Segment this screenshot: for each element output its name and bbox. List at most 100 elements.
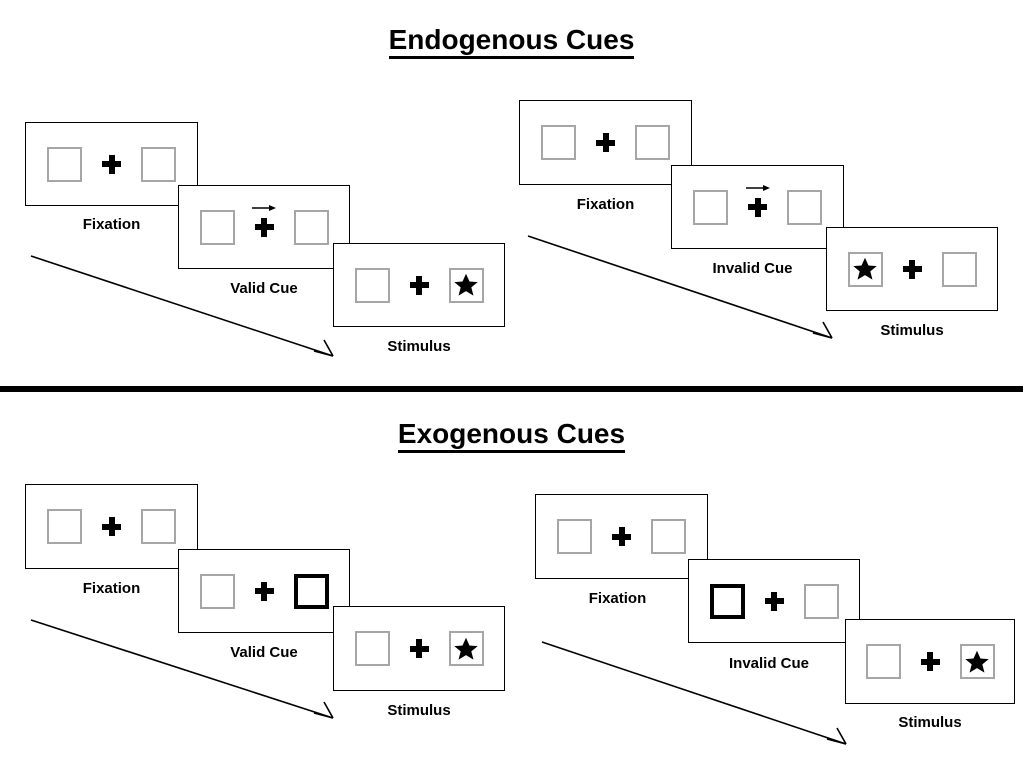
endogenous-invalid-frame-cue <box>671 165 844 249</box>
stimulus-row <box>541 125 670 160</box>
spacer <box>728 207 748 208</box>
exogenous-valid-frame-stimulus <box>333 606 505 691</box>
star-icon <box>454 637 478 660</box>
left-box <box>354 631 390 666</box>
right-box <box>293 209 329 245</box>
spacer <box>592 536 612 537</box>
spacer <box>940 661 960 662</box>
caption-valid-cue: Valid Cue <box>230 280 298 297</box>
right-box <box>141 509 176 544</box>
fixation-cross-icon <box>254 581 274 601</box>
stimulus-row <box>709 583 839 619</box>
endogenous-valid-frame-cue <box>178 185 350 269</box>
spacer <box>784 601 804 602</box>
stimulus-row <box>199 204 329 245</box>
caption-fixation: Fixation <box>82 580 141 597</box>
spacer <box>615 142 635 143</box>
left-box <box>47 509 82 544</box>
left-box-cued <box>709 583 745 619</box>
spacer <box>745 601 765 602</box>
caption-invalid-cue: Invalid Cue <box>728 655 810 672</box>
right-box-cued <box>293 573 329 609</box>
right-box <box>803 583 839 619</box>
exogenous-invalid-frame-fixation <box>535 494 708 579</box>
fixation-cross-icon <box>252 204 276 237</box>
fixation-cross-icon <box>102 517 121 536</box>
stimulus-row <box>354 631 484 666</box>
endogenous-valid-frame-stimulus <box>333 243 505 327</box>
caption-stimulus: Stimulus <box>387 338 451 355</box>
spacer <box>631 536 651 537</box>
endogenous-invalid-frame-fixation <box>519 100 692 185</box>
star-icon <box>853 257 877 280</box>
exogenous-invalid-frame-cue <box>688 559 860 643</box>
frame-content <box>26 123 197 205</box>
section-title-endogenous: Endogenous Cues <box>0 24 1023 59</box>
frame-content <box>846 620 1014 703</box>
section-divider <box>0 386 1023 392</box>
endogenous-invalid-frame-stimulus <box>826 227 998 311</box>
spacer <box>390 285 410 286</box>
frame-content <box>179 186 349 268</box>
spacer <box>429 648 449 649</box>
section-title-endogenous-text: Endogenous Cues <box>388 24 635 59</box>
section-title-exogenous: Exogenous Cues <box>0 418 1023 453</box>
spacer <box>235 227 255 228</box>
arrow-right-cue-icon <box>745 184 770 191</box>
stimulus-row <box>47 509 176 544</box>
frame-content <box>672 166 843 248</box>
caption-fixation: Fixation <box>82 216 141 233</box>
fixation-cross-icon <box>409 639 429 658</box>
right-box <box>448 267 484 303</box>
caption-stimulus: Stimulus <box>880 322 944 339</box>
frame-content <box>689 560 859 642</box>
left-box <box>199 209 235 245</box>
spacer <box>82 526 102 527</box>
spacer <box>274 227 294 228</box>
stimulus-row <box>847 251 977 287</box>
spacer <box>121 526 141 527</box>
frame-content <box>26 485 197 568</box>
stimulus-row <box>557 519 686 554</box>
frame-content <box>334 607 504 690</box>
frame-content <box>520 101 691 184</box>
left-box <box>847 251 883 287</box>
star-icon <box>454 273 478 296</box>
left-box <box>557 519 592 554</box>
fixation-cross-icon <box>764 591 784 611</box>
right-box <box>448 631 484 666</box>
left-box <box>693 189 728 225</box>
fixation-cross-icon <box>596 133 615 152</box>
frame-content <box>536 495 707 578</box>
right-box <box>787 189 822 225</box>
left-box <box>47 146 82 182</box>
spacer <box>390 648 410 649</box>
spacer <box>274 591 294 592</box>
stimulus-row <box>693 184 822 225</box>
fixation-cross-icon <box>612 527 631 546</box>
spacer <box>922 269 942 270</box>
right-box <box>651 519 686 554</box>
fixation-cross-icon <box>902 259 922 279</box>
arrow-right-cue-icon <box>252 204 276 211</box>
caption-stimulus: Stimulus <box>387 702 451 719</box>
stimulus-row <box>47 146 176 182</box>
left-box <box>199 573 235 609</box>
stimulus-row <box>354 267 484 303</box>
spacer <box>883 269 903 270</box>
exogenous-invalid-time-arrow <box>541 641 847 745</box>
stimulus-row <box>199 573 329 609</box>
exogenous-invalid-frame-stimulus <box>845 619 1015 704</box>
fixation-cross-icon <box>920 652 940 671</box>
right-box <box>941 251 977 287</box>
fixation-cross-icon <box>745 184 770 217</box>
spacer <box>82 164 102 165</box>
frame-content <box>179 550 349 632</box>
section-title-exogenous-text: Exogenous Cues <box>397 418 626 453</box>
fixation-cross-icon <box>409 275 429 295</box>
spacer <box>235 591 255 592</box>
exogenous-valid-frame-cue <box>178 549 350 633</box>
caption-stimulus: Stimulus <box>898 714 962 731</box>
spacer <box>901 661 921 662</box>
frame-content <box>827 228 997 310</box>
